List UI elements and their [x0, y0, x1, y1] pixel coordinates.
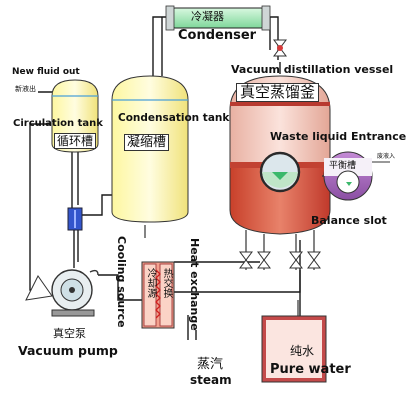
cooling-source-label: Cooling source — [115, 236, 128, 328]
pure-water-label-cn: 纯水 — [290, 344, 315, 358]
balance-slot-vessel — [322, 151, 390, 201]
vacuum-vessel — [229, 75, 331, 270]
condensation-tank — [111, 75, 189, 238]
pure-water-tank — [261, 300, 327, 383]
condensation-tank-label: Condensation tank — [118, 112, 230, 124]
vessel-valves — [239, 251, 321, 269]
new-fluid-out-label-cn: 新液出 — [15, 85, 36, 93]
cooling-source-label-cn: 冷却源 — [145, 268, 156, 298]
condenser-label: Condenser — [178, 28, 257, 43]
waste-entrance-label: Waste liquid Entrance — [270, 130, 407, 143]
circulation-tank-label: Circulation tank — [13, 118, 103, 129]
steam-label: steam — [190, 373, 232, 387]
heat-exchange-label-cn: 热交换 — [161, 268, 172, 298]
circulation-tank-label-cn: 循环槽 — [54, 133, 97, 149]
condenser-label-cn: 冷凝器 — [191, 10, 224, 23]
vacuum-pump-label-cn: 真空泵 — [53, 327, 86, 340]
balance-slot-label: Balance slot — [311, 214, 387, 227]
condenser — [165, 5, 271, 31]
vacuum-pump-graphic — [25, 269, 99, 317]
waste-inlet-label: 废液入 — [377, 153, 396, 160]
heat-exchange-label: Heat exchange — [188, 238, 201, 331]
vessel-label-cn: 真空蒸馏釜 — [236, 83, 320, 102]
vacuum-pump-label: Vacuum pump — [18, 343, 118, 358]
vessel-title: Vacuum distillation vessel — [231, 63, 394, 76]
pure-water-label: Pure water — [270, 362, 351, 377]
condenser-valve — [273, 39, 287, 57]
condensation-tank-label-cn: 凝缩槽 — [124, 134, 170, 151]
new-fluid-out-label: New fluid out — [12, 67, 80, 77]
steam-label-cn: 蒸汽 — [197, 357, 224, 372]
heat-exchanger-graphic — [141, 261, 175, 329]
tee-valve — [67, 207, 83, 231]
balance-slot-label-cn: 平衡槽 — [329, 161, 357, 171]
